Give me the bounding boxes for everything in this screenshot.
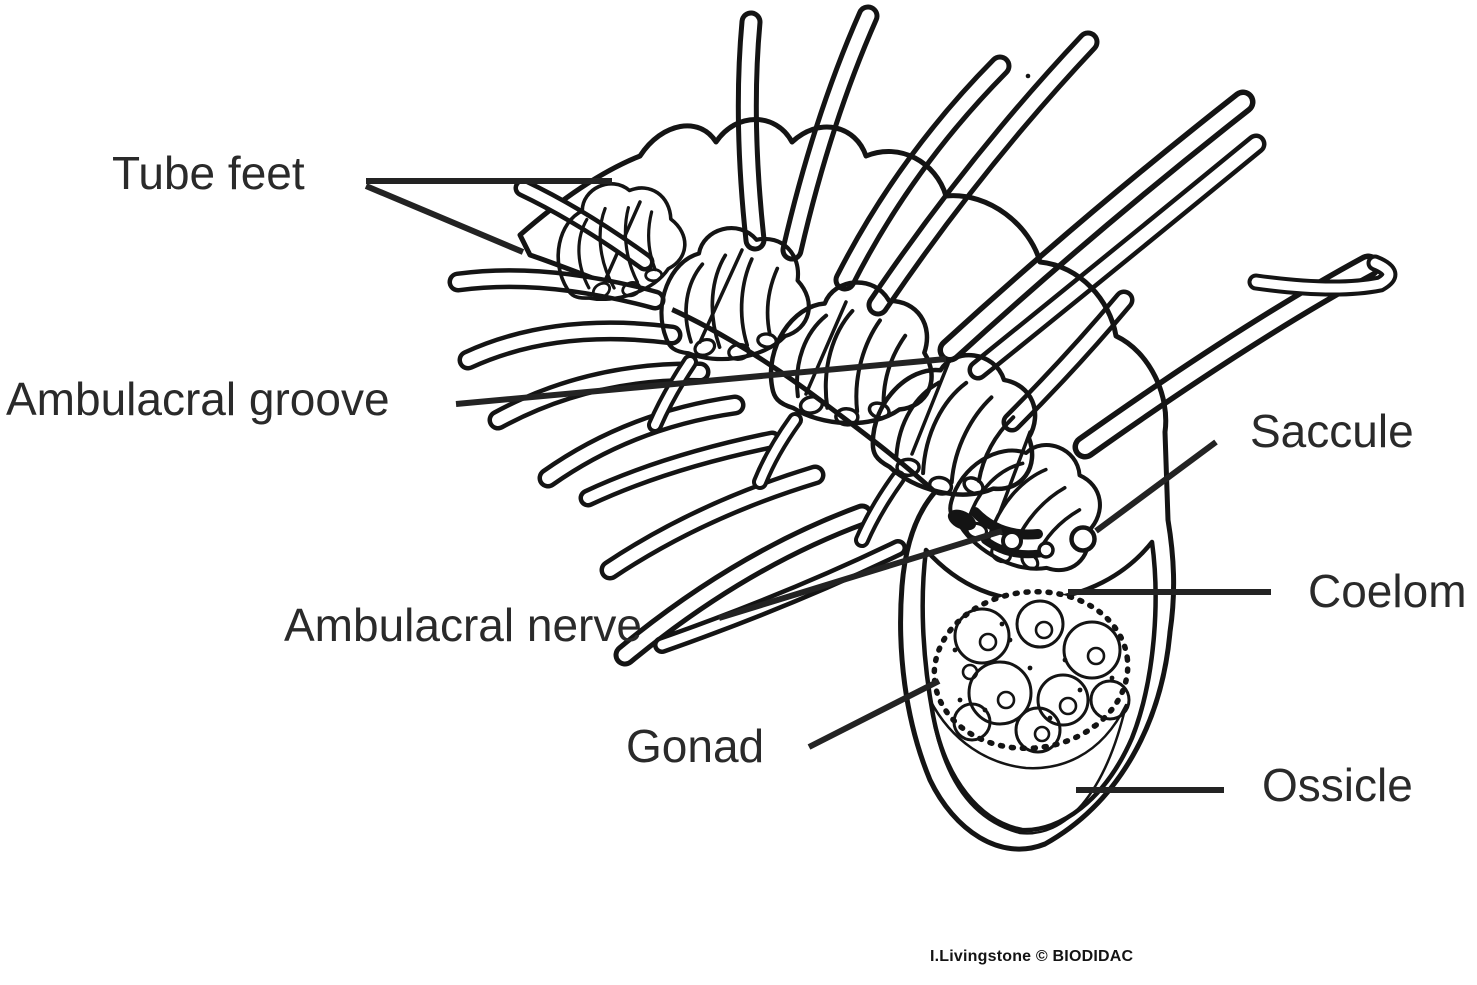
leader-ambulacral-nerve: [718, 528, 1003, 621]
gonad-cell: [1062, 620, 1122, 680]
leader-gonad: [807, 678, 941, 750]
label-ossicle: Ossicle: [1262, 759, 1413, 811]
gonad-cell: [1089, 679, 1131, 721]
label-ambulacral-groove: Ambulacral groove: [6, 373, 390, 425]
gonad-cell: [1014, 706, 1062, 754]
gonad-cell: [1015, 599, 1065, 649]
gonad-cell: [967, 660, 1033, 726]
leader-tube-feet-lower: [364, 183, 525, 255]
label-saccule: Saccule: [1250, 405, 1414, 457]
saccule-circle: [1069, 525, 1097, 553]
leader-saccule: [1094, 439, 1218, 534]
attribution-credit: I.Livingstone © BIODIDAC: [930, 948, 1134, 965]
gonad-cell: [1036, 673, 1090, 727]
tube-feet-lower-row: [647, 354, 906, 548]
gonad-cell: [952, 702, 992, 742]
spines-lower: [447, 178, 907, 667]
label-ambulacral-nerve: Ambulacral nerve: [284, 599, 642, 651]
leader-ambulacral-groove: [455, 356, 947, 407]
label-coelom: Coelom: [1308, 565, 1467, 617]
leader-lines: [364, 178, 1271, 793]
label-gonad: Gonad: [626, 720, 765, 772]
gonad-mass: [931, 588, 1131, 754]
ambulacral-nerve-region: [947, 507, 1055, 559]
gonad-cell: [953, 607, 1011, 665]
label-tube-feet: Tube feet: [112, 147, 305, 199]
stray-dot: [1025, 73, 1031, 79]
ossicle-region: [928, 698, 1128, 835]
